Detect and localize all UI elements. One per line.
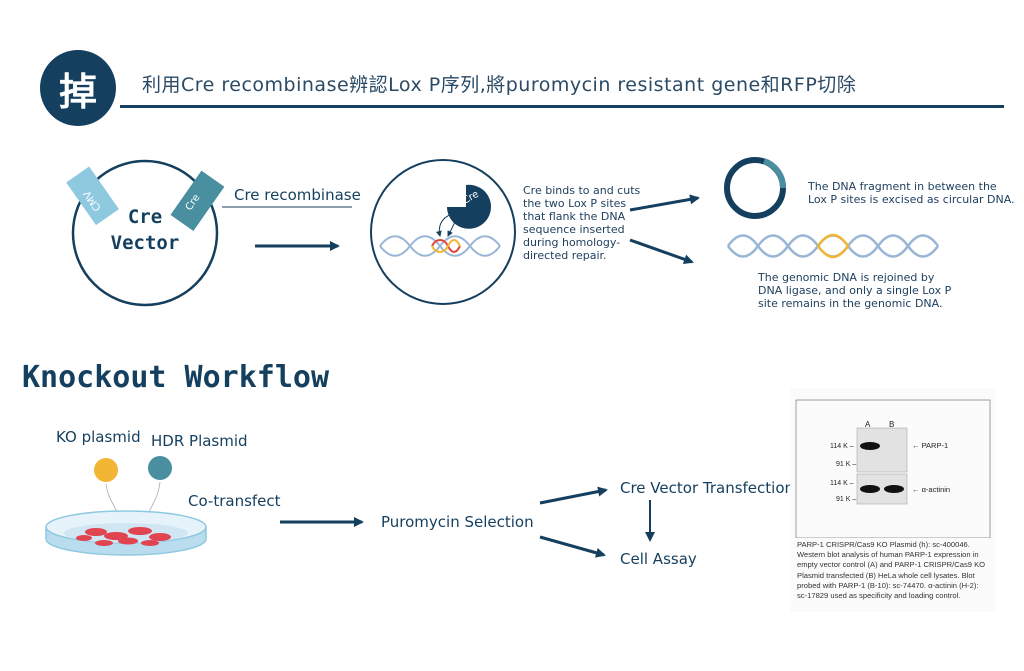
parp-band-label: ← PARP-1 xyxy=(912,441,949,450)
arrow-to-circular xyxy=(629,194,700,212)
mechanism-line: Cre binds to and cuts xyxy=(523,184,641,197)
cmv-segment: CMV xyxy=(66,166,119,226)
cre-enzyme-shape xyxy=(447,184,491,229)
cre-segment: Cre xyxy=(170,170,225,231)
cre-recombinase-label: Cre recombinase xyxy=(234,186,361,204)
cut-arrow-left xyxy=(435,213,453,237)
marker-91-top: 91 K – xyxy=(836,461,857,468)
caption-line: empty vector control (A) and PARP-1 CRIS… xyxy=(797,560,986,570)
mechanism-line: during homology- xyxy=(523,236,621,249)
cre-vector-label: Cre Vector xyxy=(108,204,182,256)
cell-assay-label: Cell Assay xyxy=(620,550,697,568)
header-rule xyxy=(120,105,1004,108)
puromycin-label: Puromycin Selection xyxy=(381,513,534,531)
petri-dish xyxy=(45,510,207,556)
circular-dna-text: The DNA fragment in between the Lox P si… xyxy=(808,180,1015,206)
caption-line: Western blot analysis of human PARP-1 ex… xyxy=(797,550,979,560)
caption-line: Plasmid transfected (B) HeLa whole cell … xyxy=(797,570,975,580)
cotransfect-label: Co-transfect xyxy=(188,492,281,510)
hdr-plasmid-label: HDR Plasmid xyxy=(151,432,248,450)
marker-114-top: 114 K – xyxy=(830,443,854,450)
hdr-plasmid-dot xyxy=(148,456,172,480)
mechanism-circle: Cre xyxy=(370,159,516,305)
workflow-title: Knockout Workflow xyxy=(22,360,330,395)
cre-vector-label-line2: Vector xyxy=(110,232,180,254)
western-blot-image xyxy=(795,399,991,538)
circular-line: The DNA fragment in between the xyxy=(808,180,997,193)
genomic-line: DNA ligase, and only a single Lox P xyxy=(758,284,952,297)
western-blot-panel: A B 114 K – 91 K – 114 K – 91 K – ← PARP… xyxy=(790,388,996,612)
western-blot-caption: PARP-1 CRISPR/Cas9 KO Plasmid (h): sc-40… xyxy=(797,540,993,601)
cut-arrow-right xyxy=(447,213,457,237)
circular-dna xyxy=(724,157,787,219)
genomic-dna-text: The genomic DNA is rejoined by DNA ligas… xyxy=(758,271,951,310)
mechanism-line: sequence inserted xyxy=(523,223,625,236)
mechanism-dna-helix xyxy=(379,235,501,257)
actinin-band-label: ← α-actinin xyxy=(912,485,951,494)
ko-plasmid-label: KO plasmid xyxy=(56,428,141,446)
marker-91-bottom: 91 K – xyxy=(836,496,857,503)
cre-vector-plasmid: CMV Cre xyxy=(66,159,225,307)
genomic-line: The genomic DNA is rejoined by xyxy=(758,271,935,284)
genomic-line: site remains in the genomic DNA. xyxy=(758,297,943,310)
ko-plasmid-dot xyxy=(94,458,118,482)
mechanism-description: Cre binds to and cuts the two Lox P site… xyxy=(523,184,640,262)
mechanism-line: the two Lox P sites xyxy=(523,197,627,210)
cre-vector-label-line1: Cre xyxy=(127,206,163,228)
actinin-band-a xyxy=(860,485,880,493)
mechanism-line: directed repair. xyxy=(523,249,607,262)
step-badge: 掉 xyxy=(40,50,116,126)
marker-114-bottom: 114 K – xyxy=(830,480,854,487)
lane-b-label: B xyxy=(889,420,895,429)
caption-line: sc-17829 used as specificity and loading… xyxy=(797,591,961,601)
header-title: 利用Cre recombinase辨認Lox P序列,將puromycin re… xyxy=(142,74,857,96)
arrow-to-cre-transfection xyxy=(539,486,608,505)
actinin-band-b xyxy=(884,485,904,493)
lane-a-label: A xyxy=(865,420,871,429)
genomic-dna-helix xyxy=(726,233,940,259)
arrow-to-cell-assay xyxy=(539,535,606,558)
parp-band-a xyxy=(860,442,880,450)
mechanism-line: that flank the DNA xyxy=(523,210,626,223)
arrow-to-genomic xyxy=(629,238,694,265)
caption-line: PARP-1 CRISPR/Cas9 KO Plasmid (h): sc-40… xyxy=(797,540,970,549)
caption-line: probed with PARP-1 (B-10): sc-74470. α-a… xyxy=(797,580,979,590)
circular-line: Lox P sites is excised as circular DNA. xyxy=(808,193,1015,206)
cre-transfection-label: Cre Vector Transfection xyxy=(620,479,795,497)
